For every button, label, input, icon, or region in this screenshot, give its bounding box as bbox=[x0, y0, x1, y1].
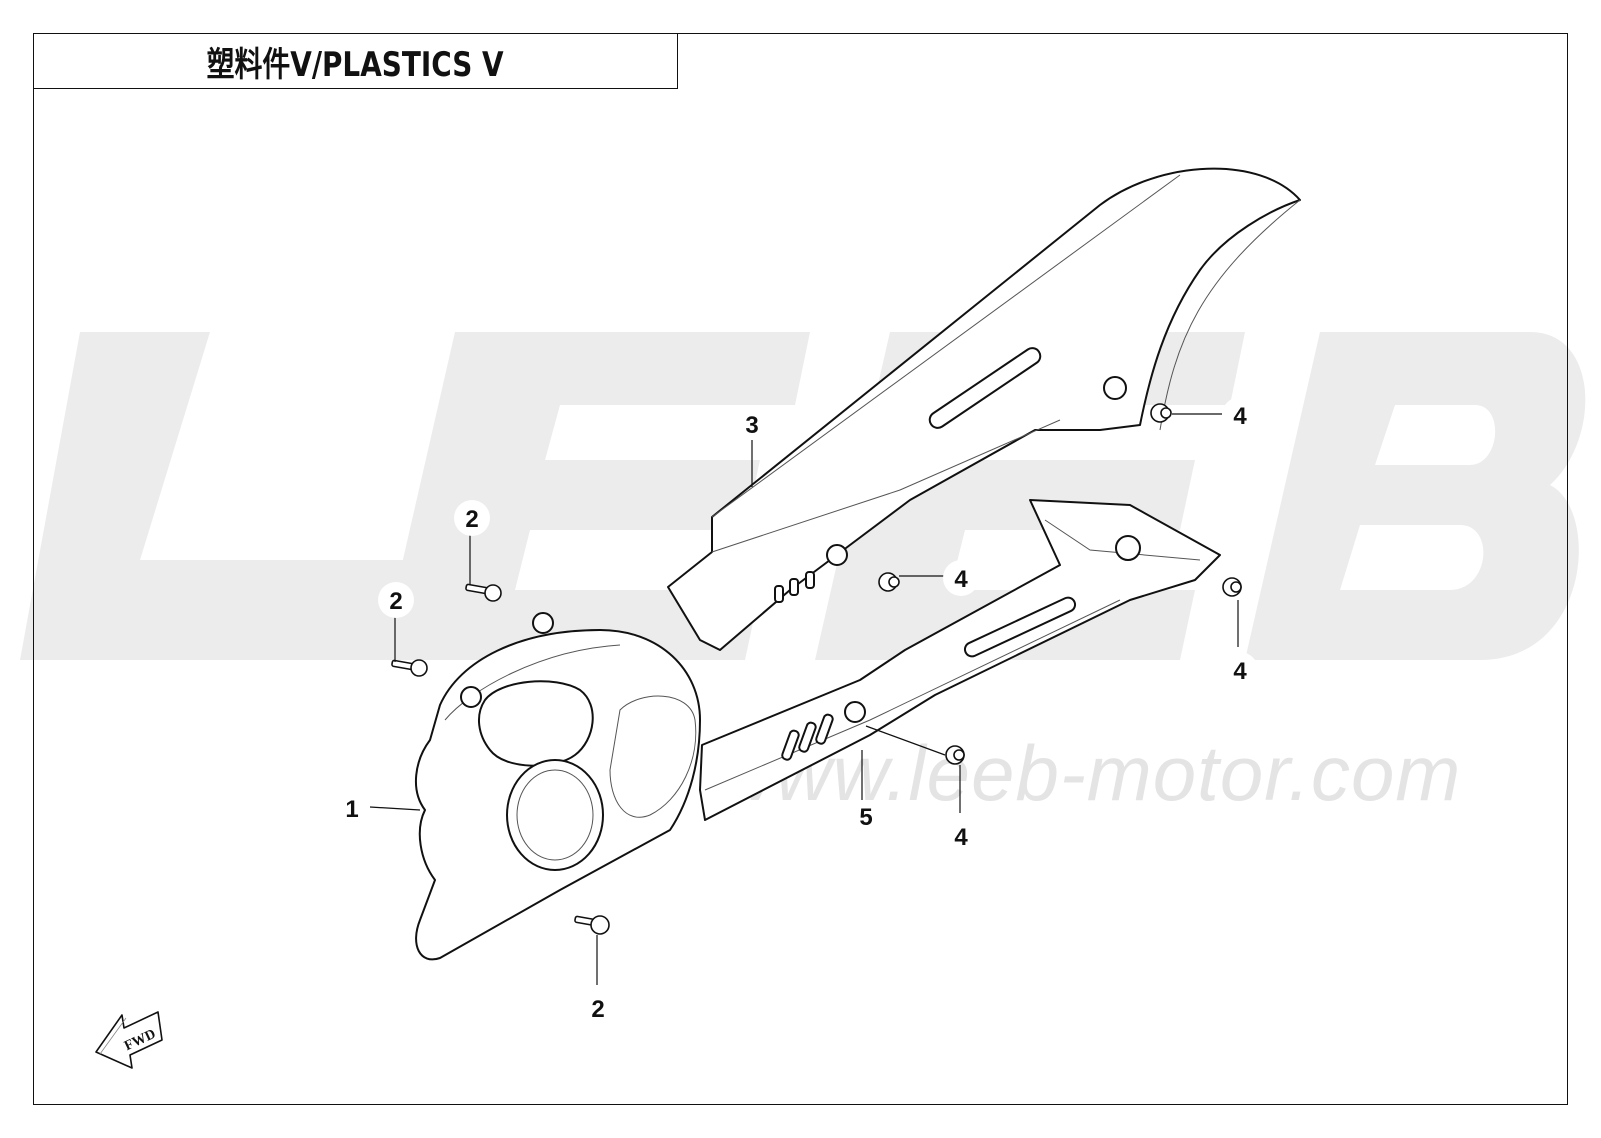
callout-label: 4 bbox=[954, 566, 968, 593]
bolt-4-middle bbox=[878, 572, 900, 592]
callout-4-lower: 4 bbox=[954, 824, 968, 851]
callout-label: 2 bbox=[591, 996, 604, 1023]
callout-label: 4 bbox=[1233, 403, 1247, 430]
callout-1: 1 bbox=[345, 796, 358, 823]
bolt-2-left bbox=[391, 659, 428, 677]
bolt-2-top bbox=[465, 583, 502, 602]
callout-label: 2 bbox=[465, 506, 478, 533]
bolt-4-lower bbox=[945, 745, 965, 765]
title-box: 塑料件Ⅴ/PLASTICS Ⅴ bbox=[33, 33, 678, 89]
part-3-upper-chain-guard bbox=[667, 167, 1301, 651]
callout-4-upper-right: 4 bbox=[1222, 397, 1258, 433]
callout-5: 5 bbox=[859, 804, 872, 831]
part-5-lower-chain-guard bbox=[699, 499, 1221, 821]
callout-4-middle: 4 bbox=[943, 560, 979, 596]
callout-label: 4 bbox=[954, 824, 968, 851]
callout-3: 3 bbox=[745, 412, 758, 439]
callout-2-left: 2 bbox=[378, 582, 414, 618]
callout-label: 2 bbox=[389, 588, 402, 615]
bolt-4-upper-right bbox=[1150, 403, 1172, 423]
callout-2-top: 2 bbox=[454, 500, 490, 536]
part-1-sprocket-cover bbox=[414, 612, 701, 961]
drawing-frame bbox=[33, 33, 1568, 1105]
callout-label: 5 bbox=[859, 804, 872, 831]
leader-lines bbox=[369, 413, 1239, 985]
callout-4-right: 4 bbox=[1222, 652, 1258, 688]
callout-2-bottom: 2 bbox=[591, 996, 604, 1023]
callout-label: 3 bbox=[745, 412, 758, 439]
bolt-4-right bbox=[1222, 577, 1242, 597]
fwd-arrow-icon: FWD bbox=[95, 1011, 163, 1069]
callout-label: 4 bbox=[1233, 658, 1247, 685]
bolt-2-bottom bbox=[574, 915, 610, 935]
page-title: 塑料件Ⅴ/PLASTICS Ⅴ bbox=[207, 44, 504, 85]
callout-label: 1 bbox=[345, 796, 358, 823]
